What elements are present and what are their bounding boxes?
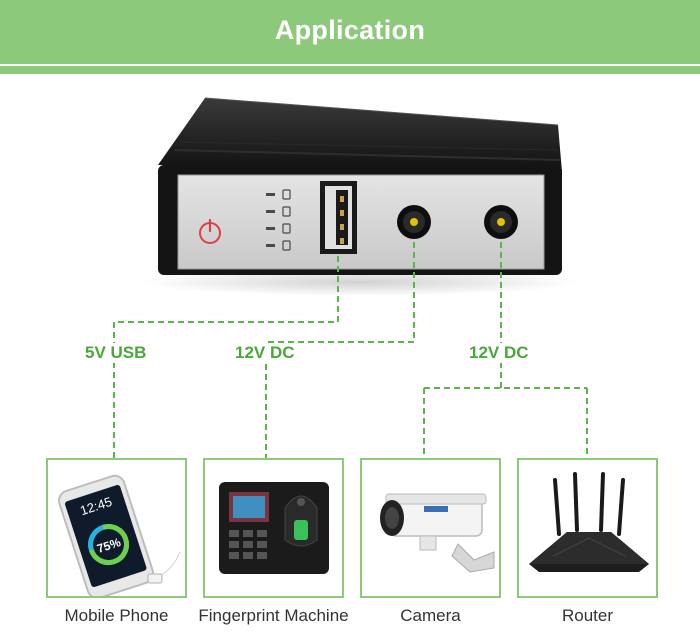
- device-card-mobile-phone: 12:45 75%: [46, 458, 187, 598]
- fingerprint-machine-icon: [219, 482, 329, 574]
- device-label-router: Router: [561, 606, 614, 625]
- dashed-wires: [113, 242, 588, 458]
- device-label-fingerprint-machine: Fingerprint Machine: [198, 606, 349, 625]
- device-card-router: [517, 458, 658, 598]
- power-button: [199, 218, 221, 244]
- device-card-camera: [360, 458, 501, 598]
- mini-ups-power-bank: [140, 97, 580, 296]
- port-label-dc-1: 12V DC: [231, 343, 299, 363]
- port-label-dc-2: 12V DC: [465, 343, 533, 363]
- port-label-usb: 5V USB: [81, 343, 151, 363]
- title-banner: Application: [0, 0, 700, 64]
- mobile-phone-icon: 12:45 75%: [58, 474, 183, 596]
- usb-port: [320, 181, 357, 254]
- usb-wire: [113, 256, 339, 458]
- dc-port-2: [484, 205, 518, 239]
- wifi-router-icon: [529, 472, 649, 572]
- device-label-mobile-phone: Mobile Phone: [64, 606, 169, 625]
- battery-led-indicators: [266, 189, 291, 251]
- dc-wire-1: [265, 242, 415, 458]
- dc-port-1: [397, 205, 431, 239]
- security-camera-icon: [380, 493, 495, 573]
- device-card-fingerprint-machine: [203, 458, 344, 598]
- banner-stripe: [0, 66, 700, 74]
- banner-title: Application: [274, 14, 426, 45]
- device-label-camera: Camera: [400, 606, 461, 625]
